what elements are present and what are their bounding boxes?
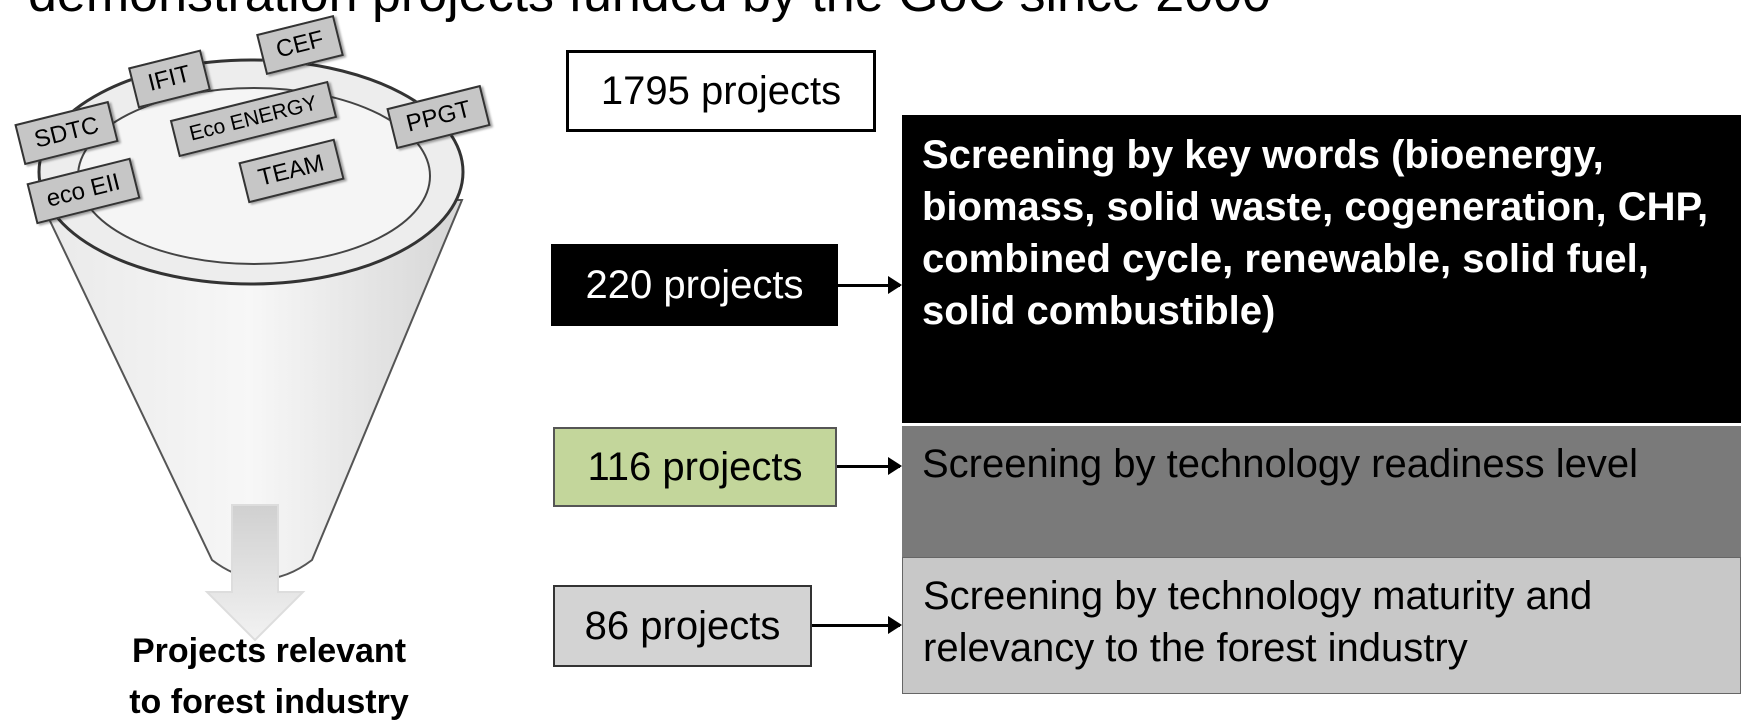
down-arrow	[204, 504, 306, 642]
count-readiness-box: 116 projects	[553, 427, 837, 507]
count-keyword-box: 220 projects	[551, 244, 838, 326]
count-total-box: 1795 projects	[566, 50, 876, 132]
page-title: demonstration projects funded by the GoC…	[28, 0, 1271, 24]
step-readiness-screening: Screening by technology readiness level	[902, 423, 1741, 557]
funnel-caption: Projects relevant to forest industry	[64, 626, 474, 728]
arrow-maturity	[812, 616, 902, 634]
funnel-caption-line1: Projects relevant	[131, 632, 407, 670]
count-maturity-box: 86 projects	[553, 585, 812, 667]
step-keyword-screening: Screening by key words (bioenergy, bioma…	[902, 115, 1741, 423]
arrow-readiness	[837, 457, 902, 475]
step-maturity-screening: Screening by technology maturity and rel…	[902, 557, 1741, 694]
funnel-caption-line2: to forest industry	[129, 683, 409, 721]
arrow-keyword	[838, 276, 902, 294]
funnel-diagram: CEF IFIT SDTC Eco ENERGY PPGT TEAM eco E…	[0, 0, 540, 722]
